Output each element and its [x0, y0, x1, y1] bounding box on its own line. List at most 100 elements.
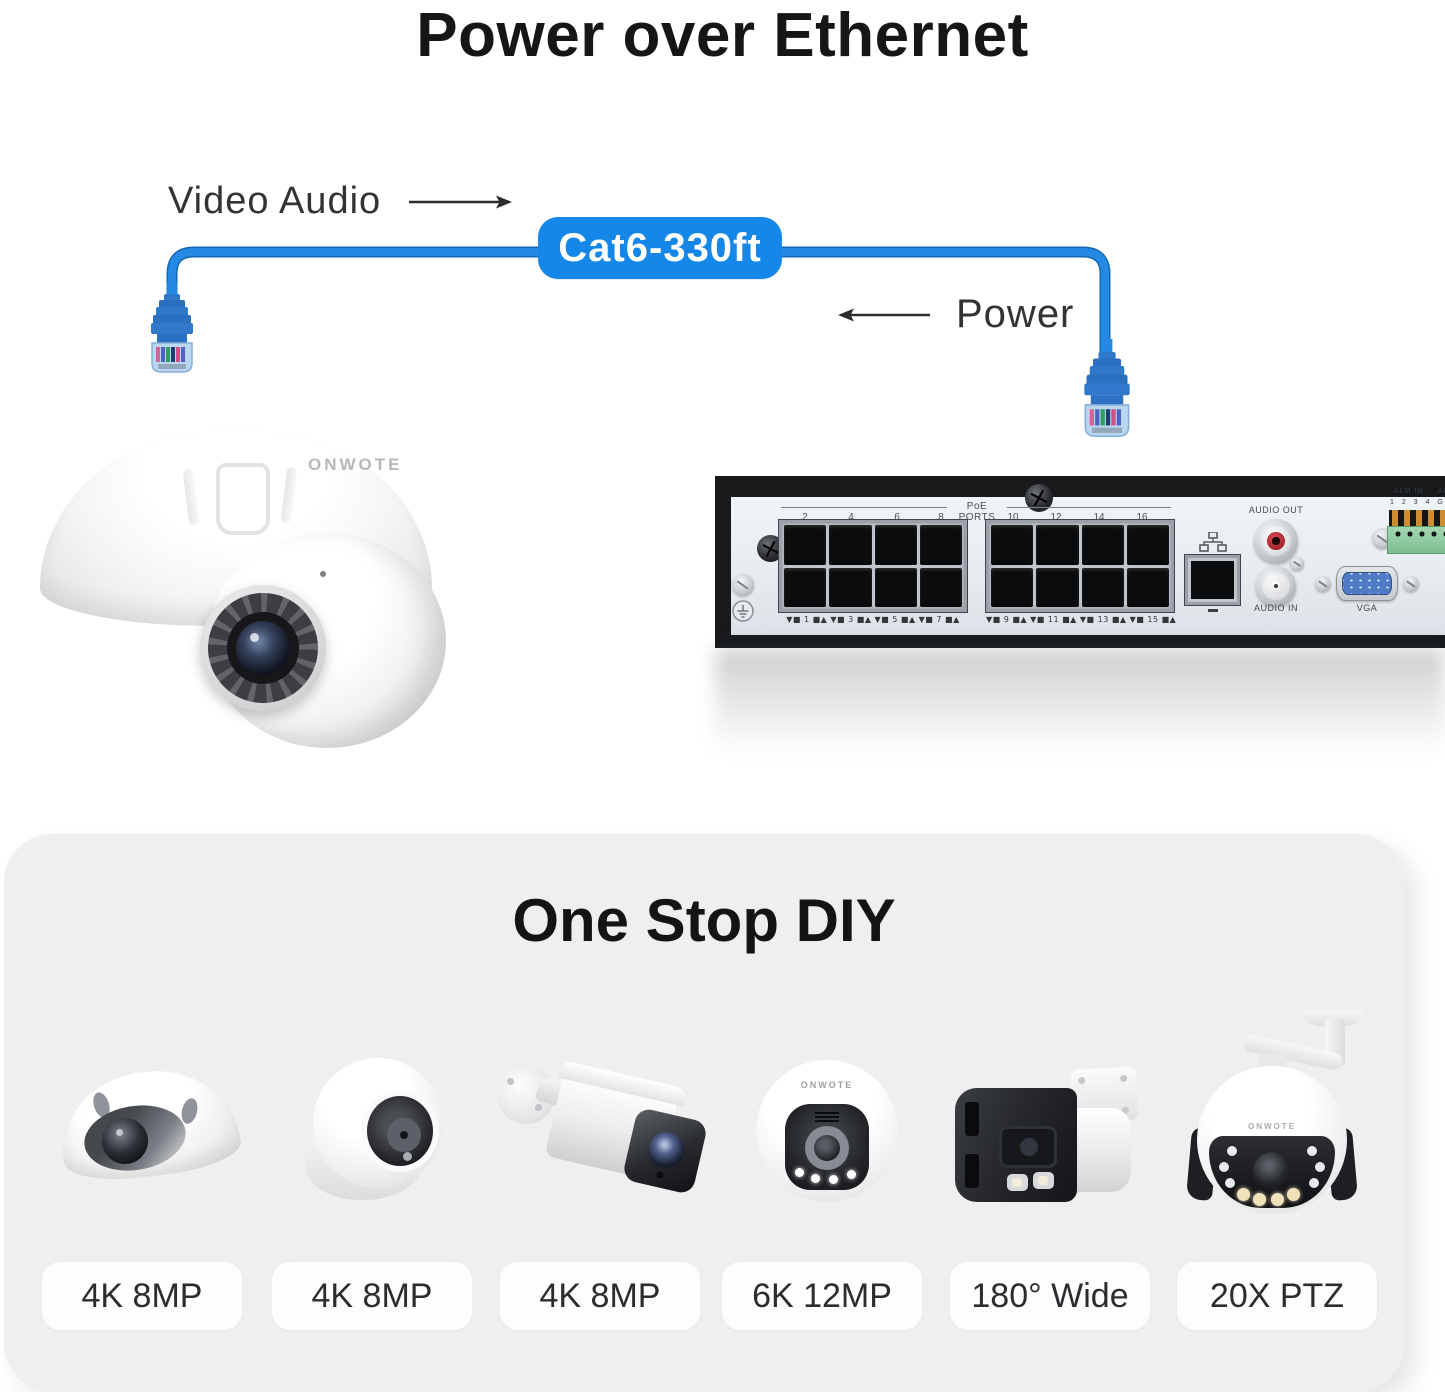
led-light	[1237, 1188, 1250, 1201]
vga-port	[1336, 566, 1398, 601]
alarm-aux-label: AU	[1438, 488, 1445, 495]
left-arrow-icon	[838, 308, 930, 321]
led-light	[1287, 1188, 1300, 1201]
poe-label-rule	[781, 507, 947, 508]
port-number: 4	[848, 512, 854, 523]
poe-port	[919, 525, 962, 565]
poe-port	[991, 567, 1034, 607]
poe-port	[829, 525, 872, 565]
right-arrow-icon	[409, 195, 513, 208]
poe-port-group-right	[986, 520, 1174, 612]
camera-brand-logo: ONWOTE	[800, 1080, 854, 1090]
port-number: 16	[1136, 512, 1148, 523]
page-title: Power over Ethernet	[416, 1, 1029, 70]
ethernet-cable-diagram	[151, 246, 1130, 438]
poe-port	[1126, 567, 1169, 607]
camera-brand-logo: ONWOTE	[308, 455, 403, 474]
power-label-group: Power	[838, 292, 1074, 337]
poe-ports-label: PoE PORTS	[958, 501, 996, 523]
rj45-connector-right	[1084, 339, 1130, 438]
camera-lens	[805, 1126, 849, 1170]
audio-out-label: AUDIO OUT	[1248, 505, 1304, 515]
port-number: 10	[1007, 512, 1019, 523]
led-light	[1219, 1162, 1229, 1172]
diy-heading: One Stop DIY	[512, 887, 896, 954]
spotlight-turret-camera-photo: ONWOTE	[752, 1054, 902, 1214]
audio-in-label: AUDIO IN	[1253, 603, 1298, 613]
poe-port	[784, 525, 827, 565]
mini-dome-camera-photo	[54, 1056, 244, 1201]
dome-camera-photo: ONWOTE	[40, 425, 446, 748]
led-light	[1309, 1178, 1319, 1188]
camera-lens	[999, 1126, 1057, 1168]
poe-port	[1126, 525, 1169, 565]
led-light	[829, 1175, 838, 1184]
rj45-connector-left	[151, 282, 193, 373]
poe-port	[919, 567, 962, 607]
port-number: 12	[1050, 512, 1062, 523]
port-number: 2	[802, 512, 808, 523]
turret-camera-photo	[305, 1058, 450, 1206]
alarm-terminal-block	[1387, 526, 1445, 554]
poe-port	[1081, 567, 1124, 607]
camera-brand-logo: ONWOTE	[1248, 1122, 1296, 1131]
led-light	[1007, 1174, 1028, 1191]
port-markers-left: ▼■ 1 ■▲ ▼■ 3 ■▲ ▼■ 5 ■▲ ▼■ 7 ■▲	[786, 615, 960, 624]
led-light	[1227, 1146, 1237, 1156]
screw-icon	[1290, 557, 1304, 571]
camera-lens	[200, 585, 326, 711]
poe-port	[829, 567, 872, 607]
camera-lens	[644, 1128, 688, 1172]
led-light	[811, 1174, 820, 1183]
led-light	[1225, 1178, 1235, 1188]
spec-badge: 6K 12MP	[722, 1262, 922, 1330]
screw-icon	[1315, 576, 1331, 592]
audio-in-port	[1256, 566, 1296, 606]
poe-port	[1036, 525, 1079, 565]
alarm-terminal-pins	[1389, 510, 1445, 526]
network-icon	[1199, 532, 1227, 552]
poe-label-rule	[1007, 507, 1171, 508]
poe-port	[1081, 525, 1124, 565]
ptz-camera-photo: ONWOTE	[1185, 1010, 1365, 1228]
port-markers-right: ▼■ 9 ■▲ ▼■ 11 ■▲ ▼■ 13 ■▲ ▼■ 15 ■▲	[986, 615, 1177, 624]
video-audio-label: Video Audio	[168, 180, 382, 222]
spec-badge: 20X PTZ	[1177, 1262, 1377, 1330]
led-light	[795, 1168, 804, 1177]
port-number: 14	[1093, 512, 1105, 523]
video-audio-label-group: Video Audio	[168, 180, 513, 223]
screw-icon	[1403, 576, 1419, 592]
ground-icon	[732, 600, 754, 622]
power-label: Power	[956, 292, 1075, 336]
camera-lens	[1253, 1152, 1291, 1190]
alarm-in-label: ALM IN	[1394, 488, 1424, 495]
port-number: 6	[894, 512, 900, 523]
spec-badge: 4K 8MP	[500, 1262, 700, 1330]
poe-port	[874, 567, 917, 607]
led-light	[1253, 1193, 1266, 1206]
led-light	[1033, 1172, 1054, 1189]
camera-mic-hole	[320, 571, 326, 577]
spec-badge: 180° Wide	[950, 1262, 1150, 1330]
led-light	[1307, 1146, 1317, 1156]
camera-lens	[361, 1090, 439, 1172]
spec-badge: 4K 8MP	[42, 1262, 242, 1330]
cat6-cable-label: Cat6-330ft	[538, 217, 782, 279]
poe-port	[784, 567, 827, 607]
nvr-shadow	[715, 648, 1445, 753]
vga-label: VGA	[1356, 603, 1378, 613]
poe-port	[1036, 567, 1079, 607]
poe-port	[991, 525, 1034, 565]
alarm-pin-numbers: 1 2 3 4 G	[1390, 499, 1445, 506]
audio-out-port	[1254, 519, 1298, 563]
poe-port	[874, 525, 917, 565]
spec-badge: 4K 8MP	[272, 1262, 472, 1330]
led-light	[847, 1170, 856, 1179]
led-light	[1271, 1193, 1284, 1206]
poe-port-group-left	[779, 520, 967, 612]
nvr-rear-panel: PoE PORTS 2 4 6 8 10 12 14 16 ▼■ 1 ■▲ ▼■…	[715, 476, 1445, 648]
bullet-camera-photo	[497, 1056, 709, 1211]
lan-port	[1185, 555, 1240, 605]
housing-vent	[216, 463, 270, 535]
